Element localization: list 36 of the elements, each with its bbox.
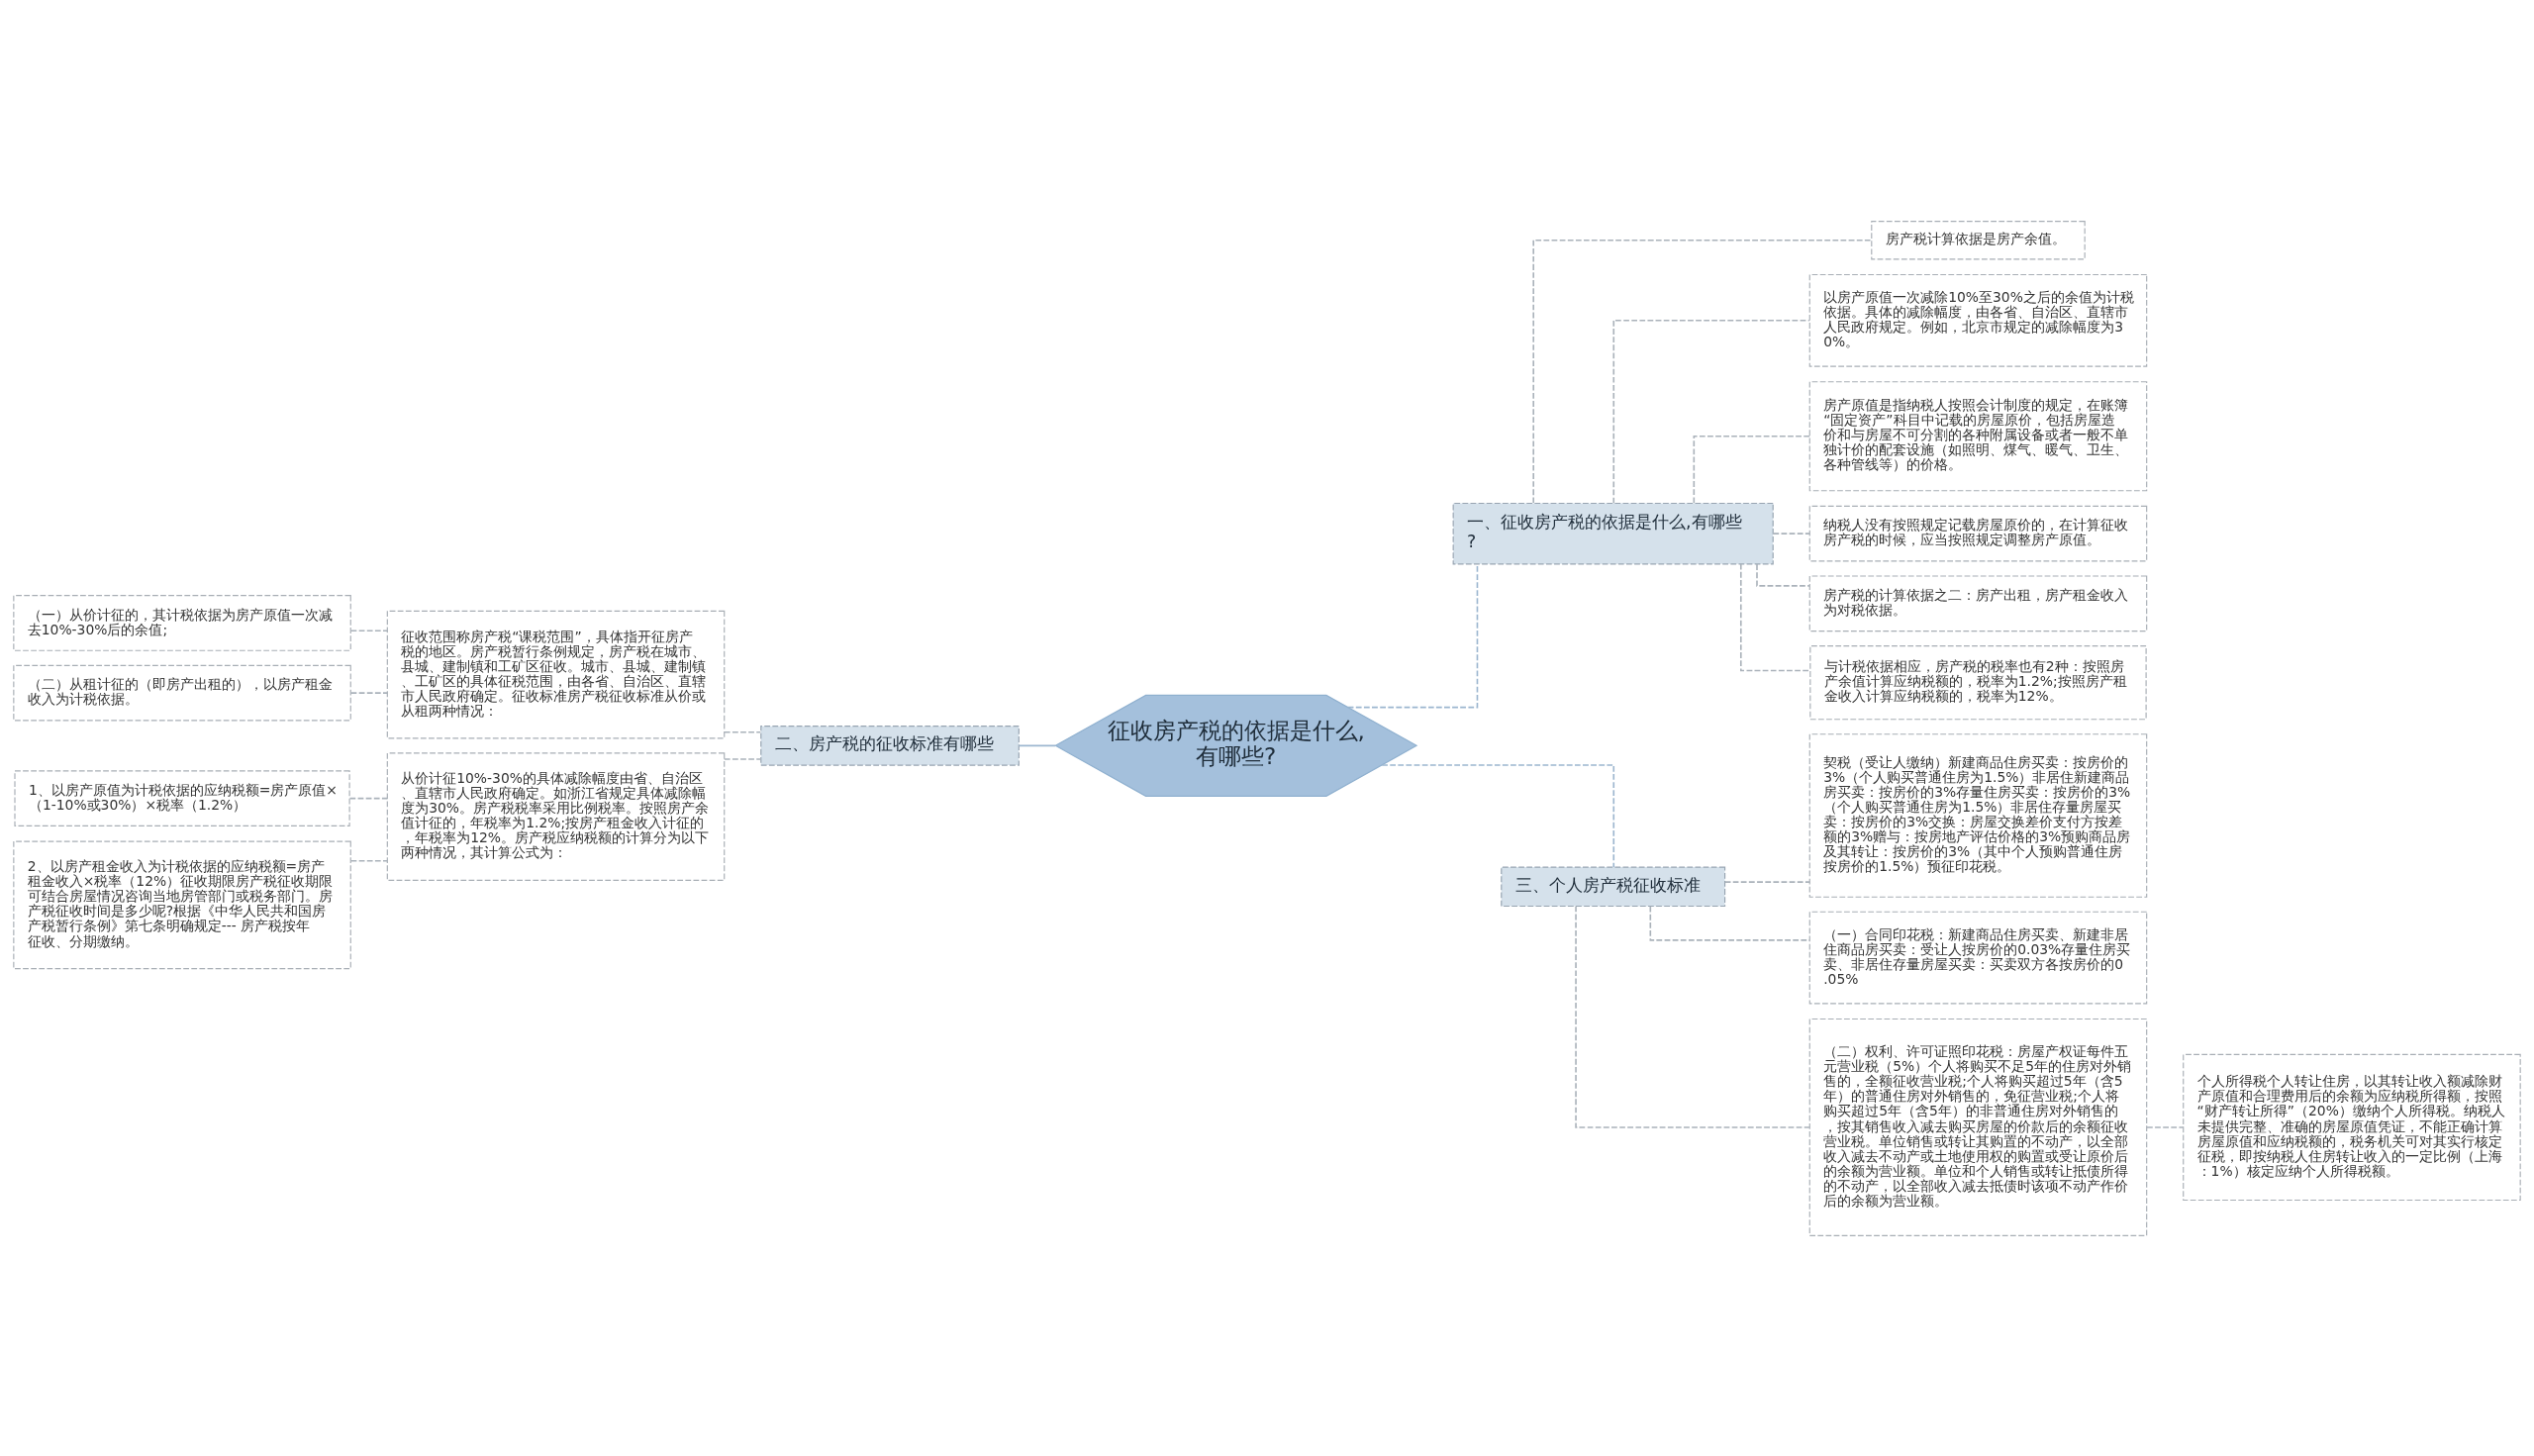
node-box: 1、以房产原值为计税依据的应纳税额=房产原值×（1-10%或30%）×税率（1.2%）	[14, 769, 350, 826]
connector	[723, 730, 762, 733]
node-box: 三、个人房产税征收标准	[1501, 866, 1726, 907]
connector	[723, 757, 762, 760]
node-box: 2、以房产租金收入为计税依据的应纳税额=房产租金收入×税率（12%）征收期限房产税征收期限可结合房屋情况咨询当地房管部门或税务部门。房产税征收时间是多少呢?根据《中华人民共和国房产税暂行条例》第七条明确规定--- 房产税按年征收、分期缴纳。	[13, 839, 351, 969]
node-box: （一）从价计征的，其计税依据为房产原值一次减去10%-30%后的余值;	[13, 594, 351, 651]
connector	[349, 630, 389, 631]
node-box: 一、征收房产税的依据是什么,有哪些?	[1452, 502, 1774, 564]
node-box: 房产原值是指纳税人按照会计制度的规定，在账簿“固定资产”科目中记载的房屋原价，包括房屋造价和与房屋不可分割的各种附属设备或者一般不单独计价的配套设施（如照明、煤气、暖气、卫生、各种管线等）的价格。	[1808, 380, 2148, 491]
node-box: 个人所得税个人转让住房，以其转让收入额减除财产原值和合理费用后的余额为应纳税所得额，按照“财产转让所得”（20%）缴纳个人所得税。纳税人未提供完整、准确的房屋原值凭证，不能正确计算房屋原值和应纳税额的，税务机关可对其实行核定征税，即按纳税人住房转让收入的一定比例（上海：1%）核定应纳个人所得税额。	[2183, 1053, 2521, 1201]
connector	[348, 797, 389, 799]
node-box: （二）权利、许可证照印花税：房屋产权证每件五元营业税（5%）个人将购买不足5年的住房对外销售的，全额征收营业税;个人将购买超过5年（含5年）的普通住房对外销售的，免征营业税;个人将购买超过5年（含5年）的非普通住房对外销售的，按其销售收入减去购买房屋的价款后的余额征收营业税。单位销售或转让其购置的不动产，以全部收入减去不动产或土地使用权的购置或受让原价后的余额为营业额。单位和个人销售或转让抵债所得的不动产，以全部收入减去抵债时该项不动产作价后的余额为营业额。	[1808, 1018, 2148, 1236]
connector	[349, 859, 389, 862]
node-box: 与计税依据相应，房产税的税率也有2种：按照房产余值计算应纳税额的，税率为1.2%;按照房产租金收入计算应纳税额的，税率为12%。	[1809, 644, 2147, 720]
node-box: 契税（受让人缴纳）新建商品住房买卖：按房价的3%（个人购买普通住房为1.5%）非居住新建商品房买卖：按房价的3%存量住房买卖：按房价的3%（个人购买普通住房为1.5%）非居住存量房屋买卖：按房价的3%交换：房屋交换差价支付方按差额的3%赠与：按房地产评估价格的3%预购商品房及其转让：按房价的3%（其中个人预购普通住房按房价的1.5%）预征印花税。	[1808, 732, 2148, 898]
connector	[1740, 562, 1811, 671]
connector	[1612, 319, 1810, 504]
connector	[1575, 905, 1810, 1128]
node-box: 纳税人没有按照规定记载房屋原价的，在计算征收房产税的时候，应当按照规定调整房产原值。	[1808, 505, 2148, 562]
node-box: （二）从租计征的（即房产出租的），以房产租金收入为计税依据。	[13, 664, 351, 721]
node-box: 房产税计算依据是房产余值。	[1871, 220, 2086, 259]
connector	[1381, 763, 1615, 868]
connector	[1693, 435, 1810, 504]
connector	[2146, 1125, 2185, 1128]
node-box: 征收范围称房产税“课税范围”，具体指开征房产税的地区。房产税暂行条例规定，房产税在城市、县城、建制镇和工矿区征收。城市、县城、建制镇、工矿区的具体征税范围，由各省、自治区、直辖市人民政府确定。征收标准房产税征收标准从价或从租两种情况：	[386, 610, 726, 738]
connector	[1772, 532, 1810, 534]
connector	[1018, 744, 1056, 746]
node-box: 房产税的计算依据之二：房产出租，房产租金收入为对税依据。	[1808, 574, 2148, 631]
connector	[1756, 562, 1810, 587]
connector	[1532, 239, 1873, 504]
node-box: 从价计征10%-30%的具体减除幅度由省、自治区、直辖市人民政府确定。如浙江省规定具体减除幅度为30%。房产税税率采用比例税率。按照房产余值计征的，年税率为1.2%;按房产租金收入计征的，年税率为12%。房产税应纳税额的计算分为以下两种情况，其计算公式为：	[386, 751, 726, 881]
node-box: （一）合同印花税：新建商品住房买卖、新建非居住商品房买卖：受让人按房价的0.03%存量住房买卖、非居住存量房屋买卖：买卖双方各按房价的0.05%	[1808, 911, 2148, 1004]
connector	[1724, 880, 1810, 883]
node-box: 二、房产税的征收标准有哪些	[760, 725, 1020, 766]
node-box: 以房产原值一次减除10%至30%之后的余值为计税依据。具体的减除幅度，由各省、自治区、直辖市人民政府规定。例如，北京市规定的减除幅度为30%。	[1808, 273, 2148, 367]
connector	[349, 691, 389, 694]
